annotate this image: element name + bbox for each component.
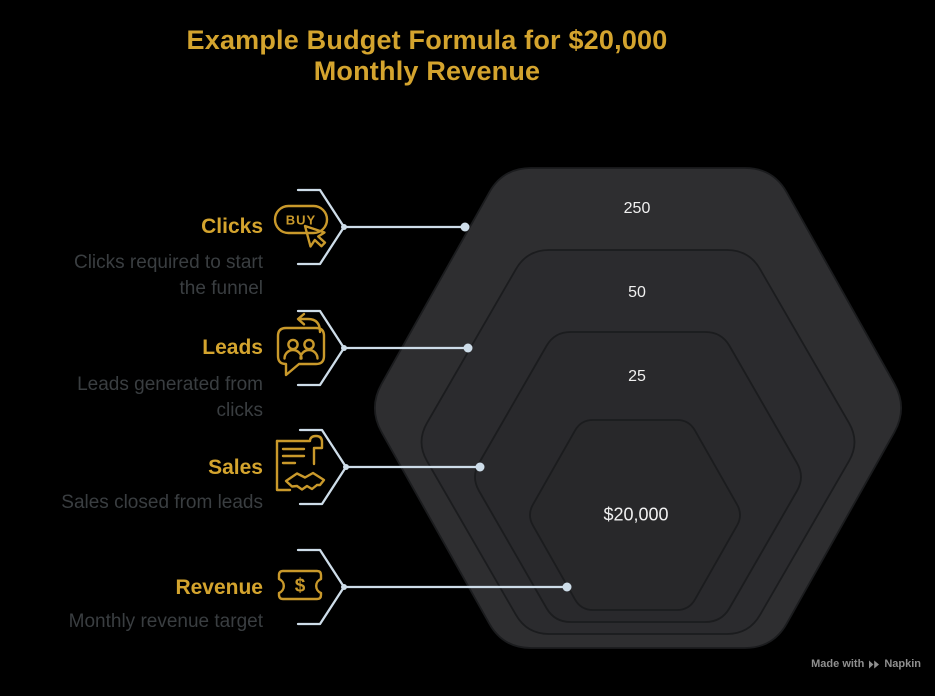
end-dot-clicks (460, 222, 470, 232)
contract-handshake-icon (275, 434, 326, 492)
stage-label-leads: Leads (202, 336, 263, 359)
stage-label-sales: Sales (208, 456, 263, 479)
footer-made-with-text: Made with (811, 658, 865, 670)
chat-bubble-people-icon (276, 312, 326, 377)
end-dot-sales (475, 462, 485, 472)
speech-bubble-shape (276, 326, 326, 377)
contract-paper-left-edge (275, 439, 292, 492)
page-title-line-1: Example Budget Formula for $20,000 (186, 25, 668, 55)
nested-hexagons (373, 167, 903, 649)
buy-click-cursor-icon: BUY (273, 204, 329, 248)
mouse-cursor-shape (303, 224, 327, 248)
hexagon-level-revenue (529, 419, 741, 611)
hexagon-value-clicks: 250 (623, 200, 651, 217)
napkin-logo-icon (869, 660, 880, 668)
stage-desc-sales-line-1: Sales closed from leads (61, 492, 263, 513)
contract-paper-curl (275, 434, 324, 466)
end-dot-leads (463, 343, 473, 353)
banknote-shape (277, 569, 323, 601)
bracket-dot-leads (341, 345, 347, 351)
person-shoulders-shape (283, 348, 319, 360)
stage-desc-sales: Sales closed from leads (61, 490, 263, 516)
stage-desc-revenue: Monthly revenue target (69, 609, 263, 635)
stage-desc-leads: Leads generated from clicks (77, 372, 263, 424)
footer-credit: Made with Napkin (811, 658, 921, 670)
return-arrow-shape (296, 312, 322, 334)
stage-label-clicks: Clicks (201, 215, 263, 238)
stage-desc-clicks-line-2: the funnel (179, 278, 263, 299)
bracket-dot-revenue (341, 584, 347, 590)
person-head-left (287, 338, 299, 351)
connector-revenue (296, 548, 572, 626)
stage-label-revenue: Revenue (175, 576, 263, 599)
page-title: Example Budget Formula for $20,000 Month… (0, 25, 854, 87)
stage-desc-leads-line-2: clicks (216, 400, 263, 421)
stage-desc-leads-line-1: Leads generated from (77, 374, 263, 395)
connector-sales (298, 428, 485, 506)
footer-brand-text: Napkin (884, 658, 921, 670)
person-head-right (303, 338, 315, 351)
stage-desc-clicks: Clicks required to start the funnel (74, 250, 263, 302)
end-dot-revenue (562, 582, 572, 592)
connector-leads (296, 309, 473, 387)
bracket-dot-sales (343, 464, 349, 470)
stage-desc-revenue-line-1: Monthly revenue target (68, 611, 263, 632)
handshake-shape (284, 471, 326, 491)
banknote-dollar-icon: $ (277, 569, 323, 601)
hexagon-value-revenue: $20,000 (603, 504, 669, 525)
contract-text-lines (281, 447, 306, 465)
bracket-dot-clicks (341, 224, 347, 230)
hexagon-value-sales: 25 (628, 368, 646, 385)
stage-desc-clicks-line-1: Clicks required to start (73, 252, 263, 273)
connector-clicks (296, 188, 470, 266)
page-title-line-2: Monthly Revenue (313, 56, 541, 86)
buy-pill-label: BUY (286, 213, 316, 228)
dollar-sign-glyph: $ (295, 576, 306, 597)
hexagon-value-leads: 50 (628, 284, 646, 301)
buy-pill-shape (273, 204, 329, 235)
